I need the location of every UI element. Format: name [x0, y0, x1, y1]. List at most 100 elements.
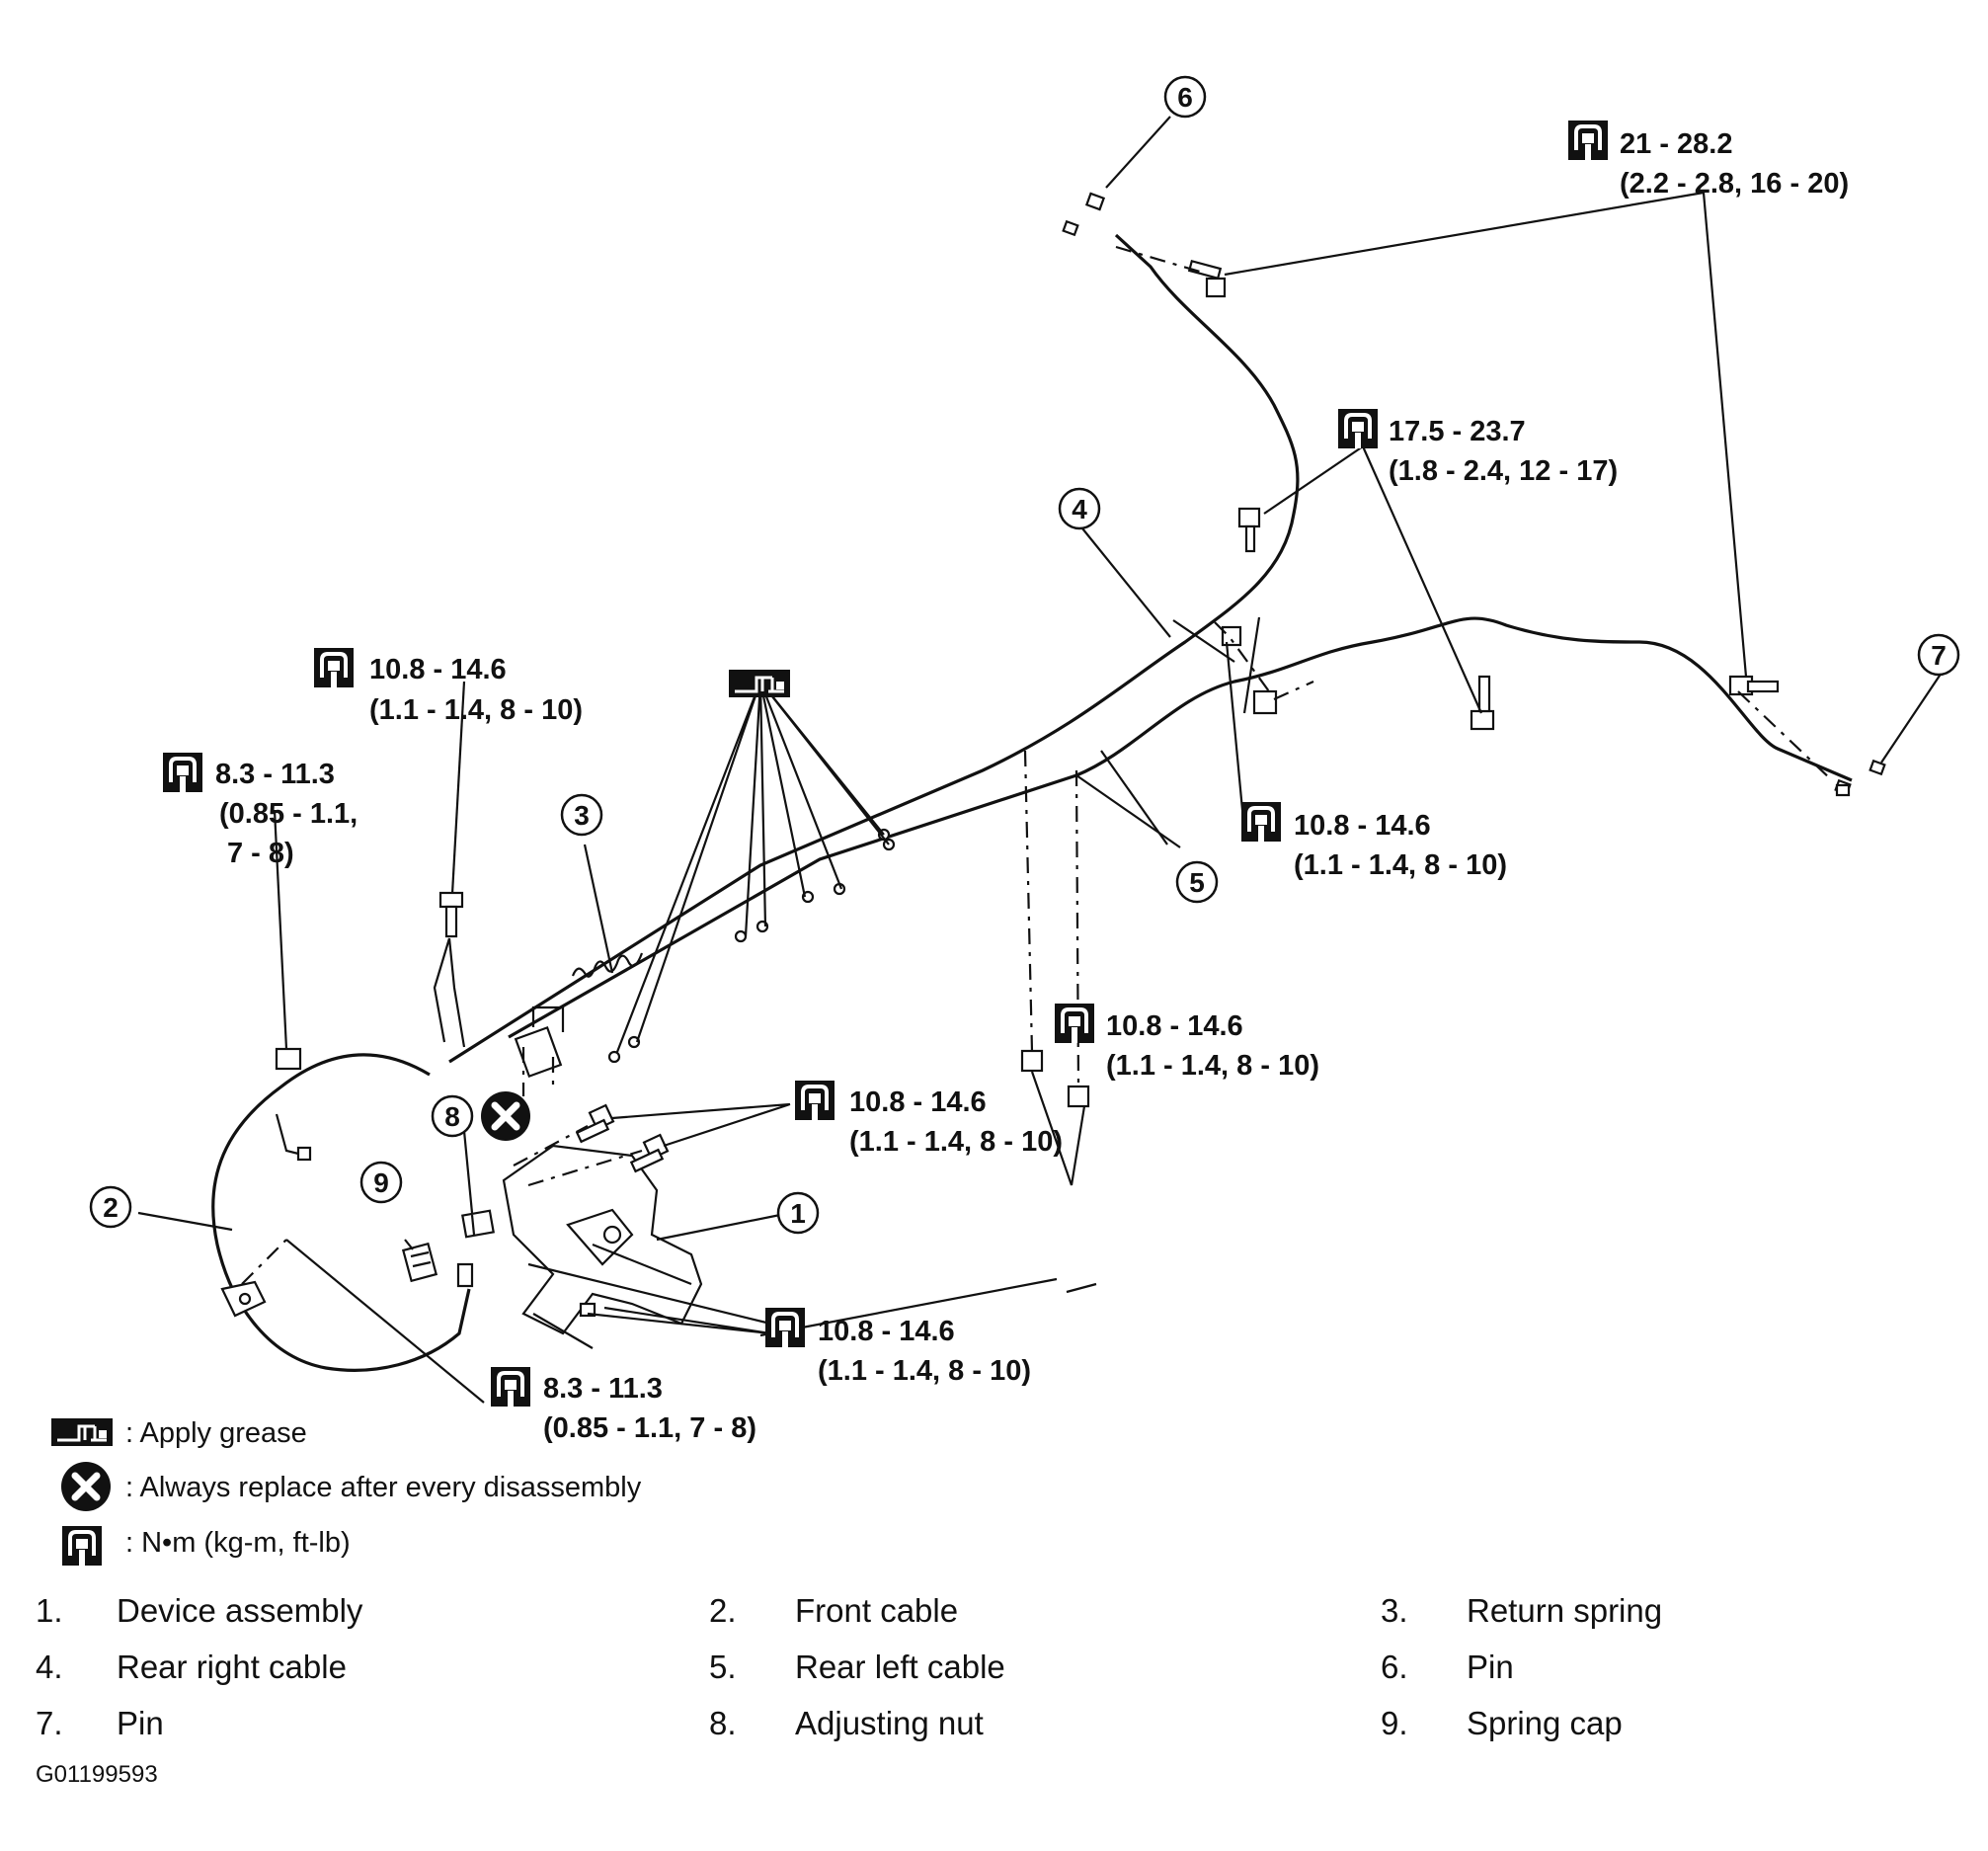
callout-3: 3	[560, 793, 603, 837]
svg-text:17.5 - 23.7: 17.5 - 23.7	[1389, 416, 1526, 447]
svg-text:(1.1 - 1.4, 8 - 10): (1.1 - 1.4, 8 - 10)	[1294, 849, 1507, 881]
part-number: 8.	[709, 1705, 737, 1741]
svg-text:(0.85 - 1.1, 7 - 8): (0.85 - 1.1, 7 - 8)	[543, 1412, 756, 1444]
torque-spec-6: 10.8 - 14.6 (1.1 - 1.4, 8 - 10)	[1053, 1002, 1319, 1082]
torque-wrench-icon	[1053, 1002, 1096, 1045]
torque-wrench-icon	[793, 1079, 836, 1122]
part-name: Spring cap	[1467, 1705, 1623, 1741]
callout-9: 9	[359, 1161, 403, 1204]
callout-6: 6	[1163, 75, 1207, 119]
apply-grease-icon	[49, 1416, 115, 1448]
svg-text:1: 1	[790, 1198, 806, 1229]
svg-text:(1.1 - 1.4, 8 - 10): (1.1 - 1.4, 8 - 10)	[369, 694, 583, 726]
rear-left-cable	[508, 616, 1853, 1039]
torque-spec-7: 10.8 - 14.6 (1.1 - 1.4, 8 - 10)	[793, 1079, 1063, 1158]
callout-7: 7	[1917, 633, 1960, 677]
part-number: 4.	[36, 1649, 63, 1685]
symbol-legend: : Apply grease : Always replace after ev…	[49, 1416, 642, 1568]
svg-text:(1.1 - 1.4, 8 - 10): (1.1 - 1.4, 8 - 10)	[1106, 1050, 1319, 1082]
callout-5: 5	[1175, 860, 1219, 904]
torque-spec-1: 21 - 28.2 (2.2 - 2.8, 16 - 20)	[1566, 119, 1849, 200]
svg-text:10.8 - 14.6: 10.8 - 14.6	[1106, 1010, 1243, 1042]
callout-1: 1	[776, 1191, 820, 1235]
rear-right-cable	[448, 233, 1300, 1064]
svg-text:3: 3	[574, 800, 590, 831]
svg-text:21 - 28.2: 21 - 28.2	[1620, 128, 1732, 160]
svg-text:10.8 - 14.6: 10.8 - 14.6	[369, 654, 507, 685]
part-number: 2.	[709, 1592, 737, 1629]
leader-lines	[137, 116, 1947, 1404]
torque-spec-9: 8.3 - 11.3 (0.85 - 1.1, 7 - 8)	[489, 1365, 756, 1444]
part-name: Rear right cable	[117, 1649, 347, 1685]
svg-text:(1.1 - 1.4, 8 - 10): (1.1 - 1.4, 8 - 10)	[849, 1126, 1063, 1158]
callout-8: 8	[431, 1094, 474, 1138]
torque-wrench-icon	[763, 1306, 807, 1349]
svg-text:10.8 - 14.6: 10.8 - 14.6	[818, 1316, 955, 1347]
svg-text:8.3 - 11.3: 8.3 - 11.3	[543, 1373, 663, 1405]
part-number: 1.	[36, 1592, 63, 1629]
part-number: 5.	[709, 1649, 737, 1685]
fastener-bolts	[275, 192, 1886, 1318]
torque-wrench-icon	[161, 751, 204, 794]
torque-wrench-icon	[1336, 407, 1380, 450]
torque-spec-8: 10.8 - 14.6 (1.1 - 1.4, 8 - 10)	[763, 1306, 1031, 1387]
torque-spec-3: 10.8 - 14.6 (1.1 - 1.4, 8 - 10)	[312, 646, 583, 726]
svg-text:5: 5	[1189, 867, 1205, 898]
svg-text:(0.85 - 1.1,: (0.85 - 1.1,	[219, 798, 358, 830]
torque-spec-4: 10.8 - 14.6 (1.1 - 1.4, 8 - 10)	[1239, 800, 1507, 881]
torque-wrench-icon	[312, 646, 356, 689]
apply-grease-icon	[727, 668, 792, 699]
svg-text:10.8 - 14.6: 10.8 - 14.6	[1294, 810, 1431, 842]
svg-text:(1.8 - 2.4, 12 - 17): (1.8 - 2.4, 12 - 17)	[1389, 455, 1618, 487]
svg-text:: N•m (kg-m, ft-lb): : N•m (kg-m, ft-lb)	[125, 1527, 351, 1559]
replace-always-icon	[61, 1462, 111, 1511]
svg-text:8.3 - 11.3: 8.3 - 11.3	[215, 759, 335, 790]
svg-text:4: 4	[1072, 494, 1087, 524]
grease-points	[607, 828, 896, 1064]
svg-text:(2.2 - 2.8, 16 - 20): (2.2 - 2.8, 16 - 20)	[1620, 168, 1849, 200]
part-name: Pin	[117, 1705, 164, 1741]
part-name: Front cable	[795, 1592, 959, 1629]
legend-grease: : Apply grease	[49, 1416, 307, 1449]
part-number: 7.	[36, 1705, 63, 1741]
part-name: Pin	[1467, 1649, 1514, 1685]
part-name: Rear left cable	[795, 1649, 1005, 1685]
svg-text:: Apply grease: : Apply grease	[125, 1417, 307, 1449]
callout-2: 2	[89, 1185, 132, 1229]
torque-spec-2: 17.5 - 23.7 (1.8 - 2.4, 12 - 17)	[1336, 407, 1618, 487]
svg-text:8: 8	[444, 1101, 460, 1132]
front-cable-lower-bracket	[220, 1280, 267, 1318]
torque-wrench-icon	[489, 1365, 532, 1408]
equalizer-bracket	[514, 1006, 565, 1079]
front-cable-upper-bracket	[275, 1113, 312, 1162]
replace-always-icon	[481, 1091, 530, 1141]
spring-cap	[401, 1242, 438, 1283]
figure-id: G01199593	[36, 1761, 158, 1788]
legend-torque: : N•m (kg-m, ft-lb)	[60, 1524, 351, 1568]
legend-replace: : Always replace after every disassembly	[61, 1462, 642, 1511]
part-name: Return spring	[1467, 1592, 1663, 1629]
part-name: Device assembly	[117, 1592, 363, 1629]
svg-text:: Always replace after every d: : Always replace after every disassembly	[125, 1472, 642, 1503]
adjusting-nut	[461, 1209, 495, 1239]
part-name: Adjusting nut	[795, 1705, 984, 1741]
device-assembly	[502, 1144, 703, 1349]
svg-text:7 - 8): 7 - 8)	[227, 838, 294, 869]
torque-wrench-icon	[1239, 800, 1283, 844]
part-number: 9.	[1381, 1705, 1408, 1741]
callout-4: 4	[1058, 487, 1101, 530]
svg-text:(1.1 - 1.4, 8 - 10): (1.1 - 1.4, 8 - 10)	[818, 1355, 1031, 1387]
svg-text:10.8 - 14.6: 10.8 - 14.6	[849, 1086, 987, 1118]
torque-wrench-icon	[60, 1524, 104, 1568]
svg-text:2: 2	[103, 1192, 119, 1223]
svg-text:9: 9	[373, 1167, 389, 1198]
torque-spec-5: 8.3 - 11.3 (0.85 - 1.1, 7 - 8)	[161, 751, 358, 869]
part-number: 3.	[1381, 1592, 1408, 1629]
part-number: 6.	[1381, 1649, 1408, 1685]
svg-text:7: 7	[1931, 640, 1947, 671]
torque-wrench-icon	[1566, 119, 1610, 162]
return-spring	[571, 952, 644, 978]
svg-text:6: 6	[1177, 82, 1193, 113]
front-cable	[211, 1053, 471, 1372]
